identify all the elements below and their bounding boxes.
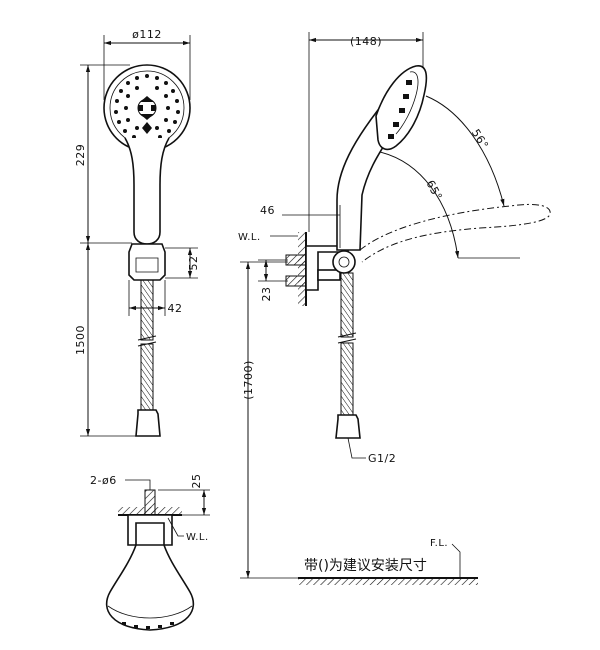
detail-head (105, 544, 195, 631)
bracket-width-label: 42 (168, 302, 183, 315)
screw-depth-label: 25 (190, 474, 203, 489)
screw-spacing-label: 23 (260, 287, 273, 302)
side-hose-nut (335, 414, 361, 439)
water-level-side-label: W.L. (238, 232, 261, 243)
hose-lower (140, 343, 154, 411)
wall-hatch (298, 232, 306, 306)
handle-length-label: 229 (74, 144, 87, 167)
thread-label: G1/2 (368, 452, 396, 465)
tilted-position (359, 203, 551, 263)
hose-length-label: 1500 (74, 325, 87, 355)
wall-offset-label: 46 (260, 204, 275, 217)
hose-nut (135, 409, 161, 437)
screw-holes-label: 2-ø6 (90, 474, 117, 487)
water-level-bottom-label: W.L. (186, 532, 209, 543)
side-view: 56° 65° (148) 46 W.L. 23 (1700) G1/2 F.L… (238, 32, 551, 585)
hose-upper (140, 279, 154, 341)
handle (124, 137, 170, 245)
angle-lower-label: 65° (423, 178, 444, 203)
side-nozzles (388, 80, 412, 139)
bracket-height-label: 52 (187, 256, 200, 271)
detail-bracket (127, 514, 173, 546)
install-height-label: (1700) (242, 360, 255, 400)
angle-upper-label: 56° (469, 127, 491, 152)
bracket (128, 243, 166, 281)
pivot-knob (332, 250, 356, 274)
depth-label: (148) (350, 35, 382, 48)
front-view: ø112 229 1500 52 42 (74, 28, 200, 437)
floor-hatch (298, 578, 478, 585)
head-diameter-label: ø112 (132, 28, 162, 41)
detail-nozzles (122, 622, 174, 629)
install-note: 带()为建议安装尺寸 (304, 558, 427, 574)
bracket-detail-view: 2-ø6 25 W.L. (90, 474, 210, 631)
detail-screw (144, 489, 156, 516)
side-hose-lower (340, 342, 354, 416)
side-head (375, 65, 428, 151)
side-hose-upper (340, 272, 354, 338)
nozzle-dots (114, 74, 180, 139)
floor-level-label: F.L. (430, 538, 448, 549)
